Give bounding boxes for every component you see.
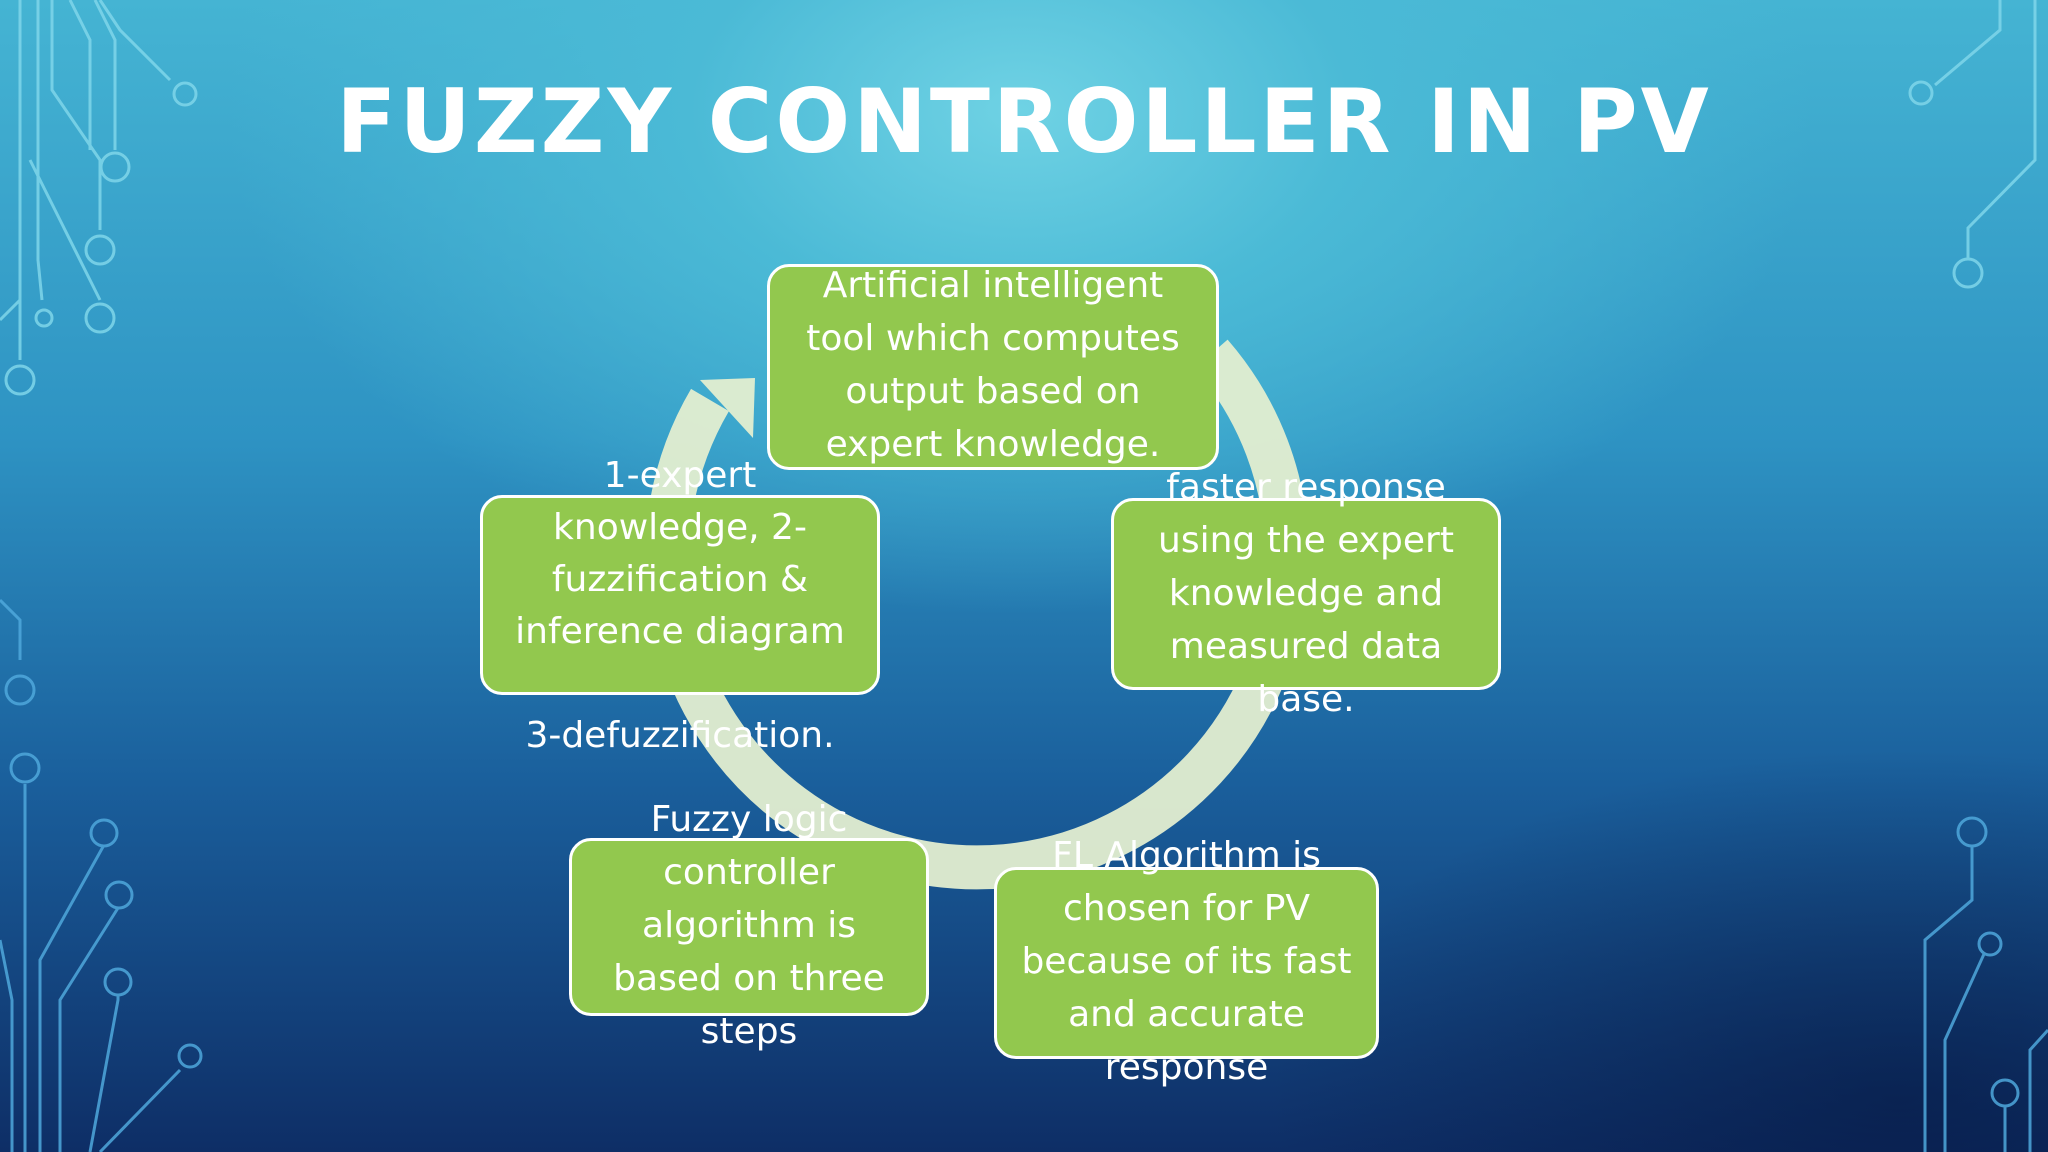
circuit-top-right xyxy=(1908,0,2037,289)
step-text-right: faster response using the expert knowled… xyxy=(1158,467,1454,720)
slide-title: FUZZY CONTROLLER IN PV xyxy=(336,70,1712,173)
step-text-top: Artificial intelligent tool which comput… xyxy=(806,265,1180,465)
circuit-top-left xyxy=(0,0,198,396)
step-box-right xyxy=(1111,498,1501,690)
step-box-bottom-right xyxy=(994,867,1379,1059)
step-box-top xyxy=(767,264,1219,470)
step-text-left: 1-expert knowledge, 2- fuzzification & i… xyxy=(515,455,845,756)
step-box-bottom-left xyxy=(569,838,929,1016)
step-box-left xyxy=(480,495,880,695)
circuit-bottom-right xyxy=(1923,816,2048,1152)
step-text-bottom-right: FL Algorithm is chosen for PV because of… xyxy=(1021,835,1352,1088)
step-text-bottom-left: Fuzzy logic controller algorithm is base… xyxy=(613,799,885,1052)
cycle-arrowhead xyxy=(700,378,755,438)
circuit-bottom-left xyxy=(0,598,203,1152)
